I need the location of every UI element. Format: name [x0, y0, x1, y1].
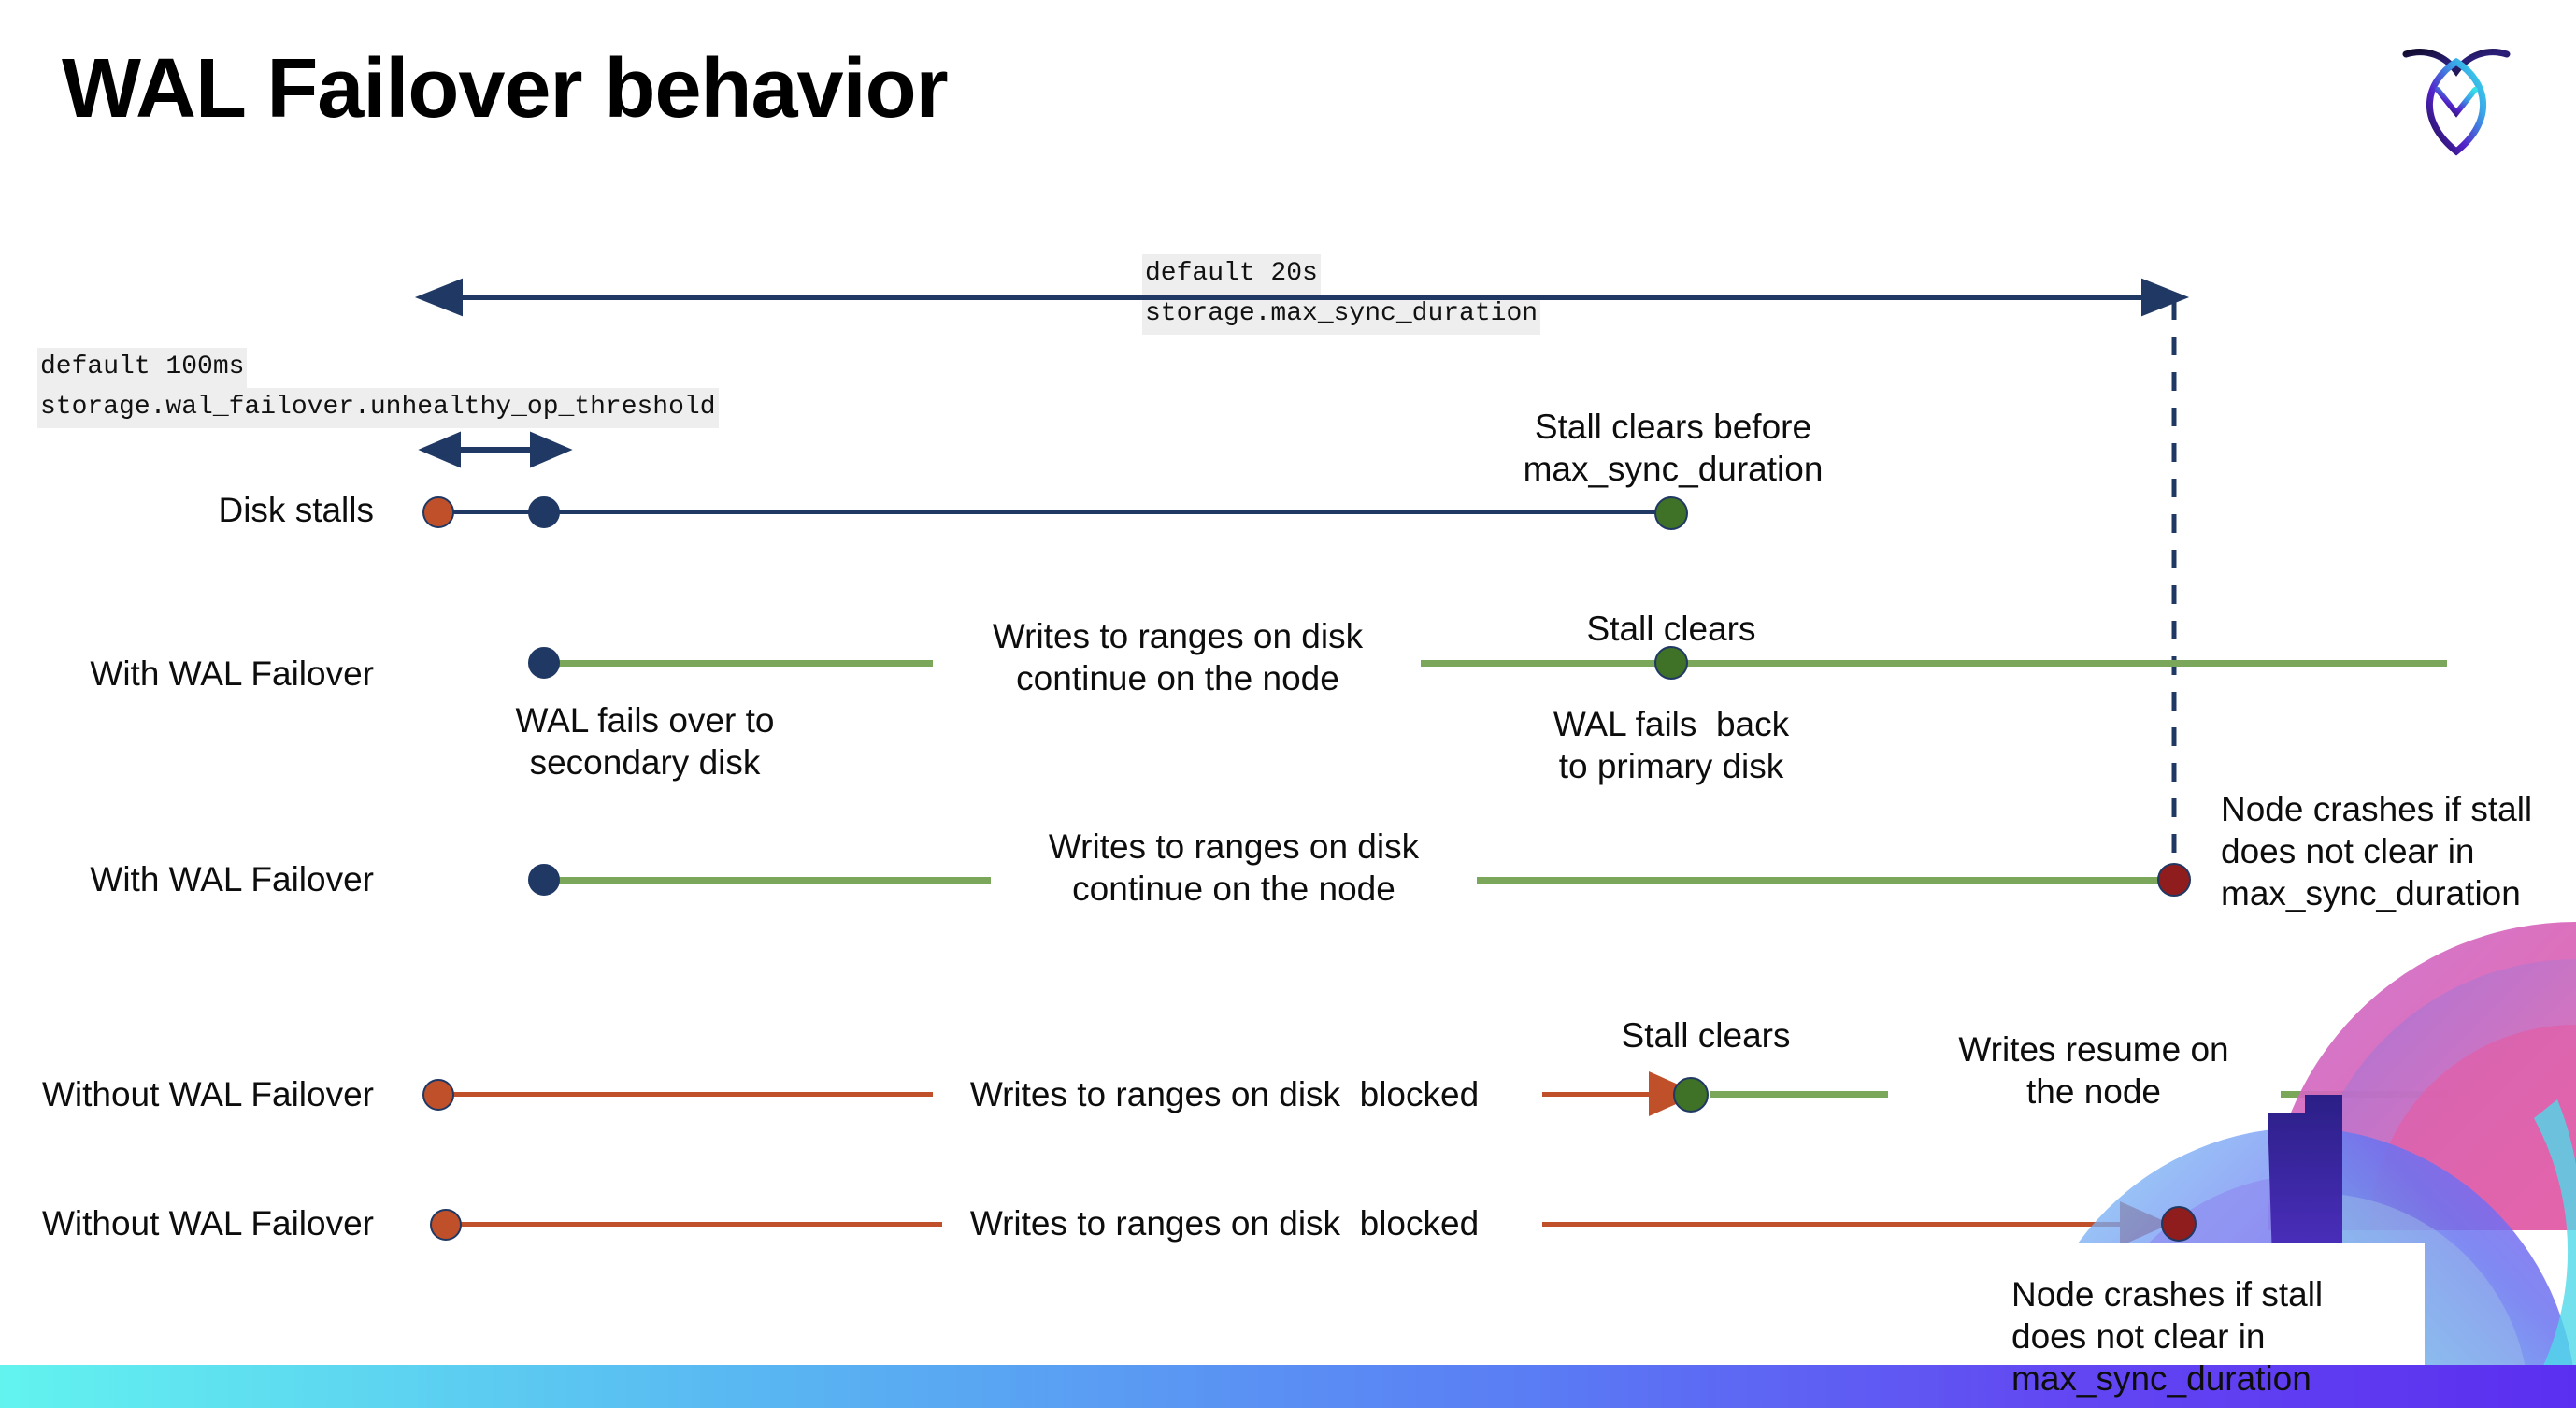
row-label-with-wal-failover-2: With WAL Failover — [90, 860, 374, 898]
max-sync-duration-default-chip: default 20s — [1142, 254, 1321, 295]
note-writes-blocked-1: Writes to ranges on disk blocked — [969, 1075, 1480, 1113]
note-writes-resume: Writes resume on the node — [1958, 1030, 2229, 1112]
stall-clears-dot-1 — [1654, 646, 1688, 680]
disk-stalls-track — [437, 510, 1673, 514]
note-stall-clears-before-msd: Stall clears before max_sync_duration — [1523, 408, 1824, 489]
bottom-gradient-bar — [0, 1365, 2576, 1408]
max-sync-duration-setting-chip: storage.max_sync_duration — [1142, 295, 1541, 335]
node-crash-dot-1 — [2157, 863, 2191, 897]
row-label-without-wal-failover-2: Without WAL Failover — [41, 1204, 374, 1243]
with-wal-failover-2-track-right — [1477, 877, 2168, 884]
row-label-disk-stalls: Disk stalls — [218, 491, 374, 529]
disk-stall-start-dot-4 — [430, 1209, 462, 1241]
page-title: WAL Failover behavior — [62, 42, 949, 136]
unhealthy-op-threshold-default-chip: default 100ms — [37, 348, 248, 388]
without-wal-failover-1-track-green — [1710, 1091, 1888, 1098]
note-writes-blocked-2: Writes to ranges on disk blocked — [969, 1204, 1480, 1243]
row-label-with-wal-failover-1: With WAL Failover — [90, 654, 374, 693]
with-wal-failover-1-track-right — [1421, 660, 2447, 667]
with-wal-failover-2-track-left — [542, 877, 991, 884]
wal-failover-dot-2 — [528, 864, 560, 896]
wal-failover-dot-1 — [528, 647, 560, 679]
note-stall-clears-2: Stall clears — [1621, 1016, 1791, 1055]
note-wal-fails-back: WAL fails back to primary disk — [1553, 705, 1790, 786]
note-node-crashes-2: Node crashes if stall does not clear in … — [2011, 1275, 2324, 1399]
unhealthy-op-threshold-setting-chip: storage.wal_failover.unhealthy_op_thresh… — [37, 388, 719, 428]
disk-stall-start-dot-3 — [422, 1079, 454, 1111]
disk-stall-start-dot — [422, 496, 454, 528]
note-stall-clears-1: Stall clears — [1586, 610, 1756, 648]
with-wal-failover-1-track-left — [542, 660, 933, 667]
stall-clears-dot-disk-stalls — [1654, 496, 1688, 530]
note-writes-continue-1: Writes to ranges on disk continue on the… — [992, 617, 1364, 698]
without-wal-failover-2-track-red — [437, 1222, 942, 1227]
row-label-without-wal-failover-1: Without WAL Failover — [41, 1075, 374, 1113]
note-wal-fails-over: WAL fails over to secondary disk — [515, 701, 775, 783]
note-node-crashes-1: Node crashes if stall does not clear in … — [2221, 790, 2533, 913]
stall-clears-dot-2 — [1673, 1077, 1709, 1113]
without-wal-failover-2-track-red-2 — [1542, 1222, 2127, 1227]
note-writes-continue-2: Writes to ranges on disk continue on the… — [1048, 827, 1420, 909]
node-crash-dot-2 — [2161, 1206, 2197, 1242]
without-wal-failover-1-track-red-2 — [1542, 1092, 1701, 1097]
cockroachdb-logo — [2372, 24, 2540, 165]
without-wal-failover-1-track-red — [437, 1092, 933, 1097]
wal-failover-trigger-dot — [528, 496, 560, 528]
